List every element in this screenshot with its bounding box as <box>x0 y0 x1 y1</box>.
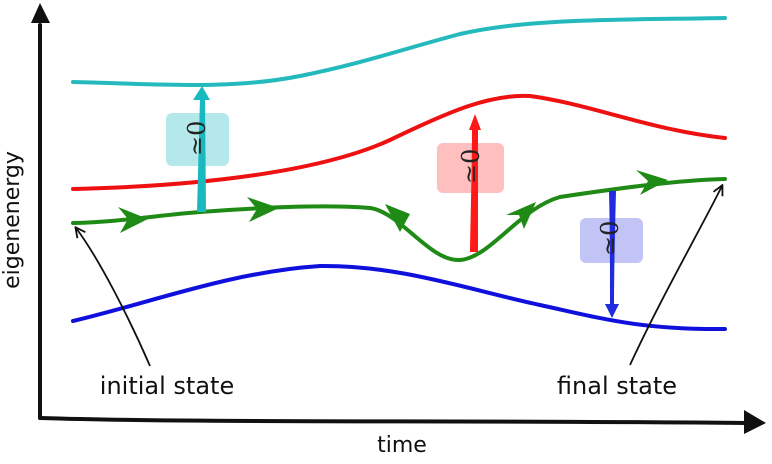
tracked-arrow-1 <box>118 207 148 233</box>
x-axis-line <box>38 416 750 425</box>
initial-state-label: initial state <box>100 372 234 400</box>
coupling-box-red <box>437 143 504 193</box>
coupling-box-cyan <box>166 113 229 166</box>
initial-state-pointer <box>76 228 151 367</box>
level-lower-curve <box>71 263 727 332</box>
x-axis-label: time <box>377 433 427 458</box>
final-state-pointer <box>629 186 722 366</box>
coupling-label-red: ≃0 <box>457 149 485 184</box>
y-axis-line <box>37 23 43 420</box>
coupling-arrow-cyan-head <box>193 86 210 100</box>
coupling-arrow-blue <box>609 191 616 308</box>
coupling-label-blue: ≃0 <box>596 221 624 256</box>
y-axis-arrowhead <box>31 3 50 23</box>
level-tracked-curve <box>71 177 727 263</box>
level-top-curve <box>71 16 727 87</box>
coupling-arrow-blue-head <box>605 304 619 318</box>
coupling-label-cyan: ≃0 <box>183 121 211 156</box>
coupling-arrow-cyan <box>197 97 206 212</box>
tracked-arrow-3 <box>385 204 410 232</box>
coupling-box-blue <box>580 218 643 263</box>
x-axis-arrowhead <box>744 410 766 434</box>
coupling-arrow-red <box>470 127 478 252</box>
tracked-arrow-2 <box>247 197 279 222</box>
y-axis-label: eigenenergy <box>0 151 25 289</box>
final-state-label: final state <box>557 372 677 400</box>
tracked-arrow-4 <box>506 202 536 229</box>
coupling-arrow-red-head <box>469 114 481 130</box>
tracked-arrow-5 <box>636 170 668 195</box>
level-upper-curve <box>71 93 727 191</box>
